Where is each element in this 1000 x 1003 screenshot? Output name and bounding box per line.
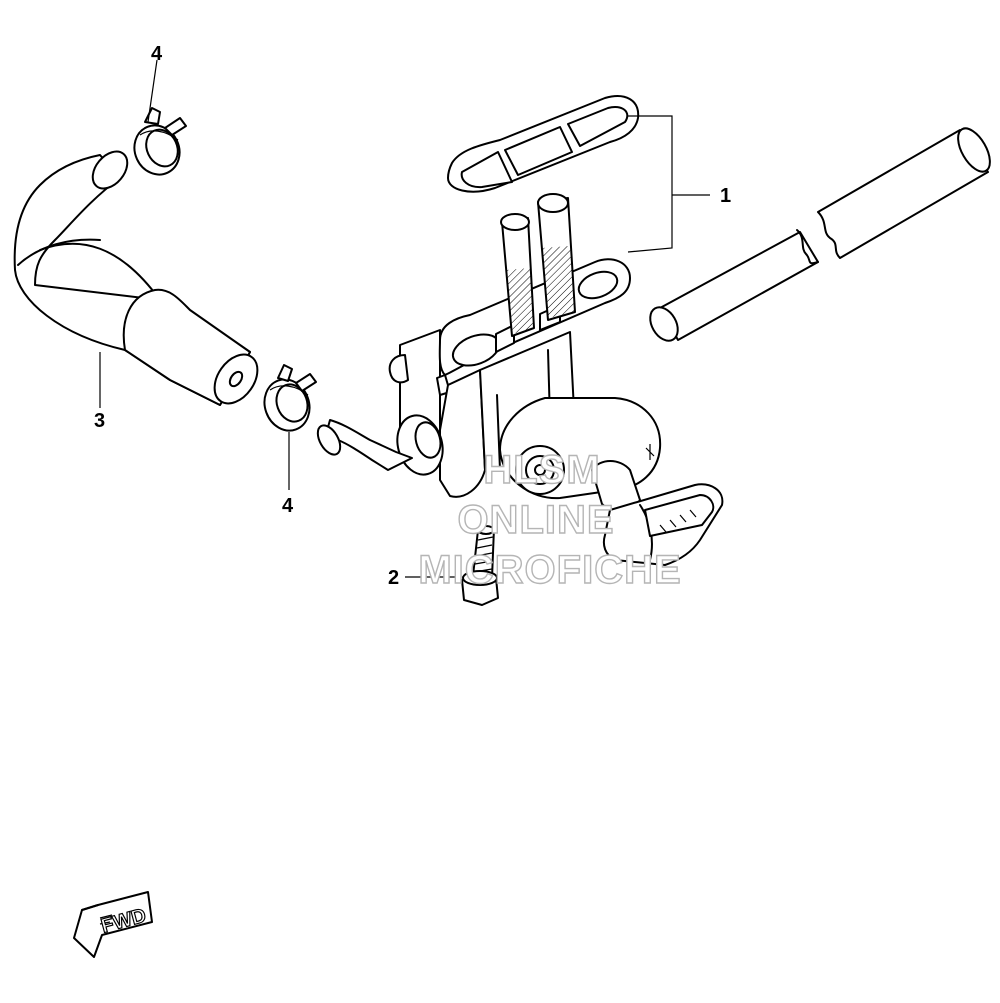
fwd-arrow-icon: FWD <box>73 891 153 958</box>
callout-3: 3 <box>94 410 105 432</box>
gasket-upper <box>447 95 640 193</box>
watermark-line-3: MICROFICHE <box>418 548 682 592</box>
fuel-hose-part-3 <box>13 150 259 406</box>
callout-4-lower: 4 <box>282 495 294 517</box>
straight-hose <box>649 127 991 342</box>
watermark-line-2: ONLINE <box>457 498 615 542</box>
callout-2: 2 <box>388 567 399 589</box>
callout-1: 1 <box>720 185 731 207</box>
fuel-cock-body <box>316 193 724 566</box>
hose-clamp-lower <box>263 364 317 432</box>
leader-lines <box>99 59 710 578</box>
watermark-line-1: HLSM <box>483 448 601 492</box>
callout-4-upper: 4 <box>151 43 163 65</box>
screw-part-2 <box>461 525 499 606</box>
hose-clamp-upper <box>133 107 187 176</box>
